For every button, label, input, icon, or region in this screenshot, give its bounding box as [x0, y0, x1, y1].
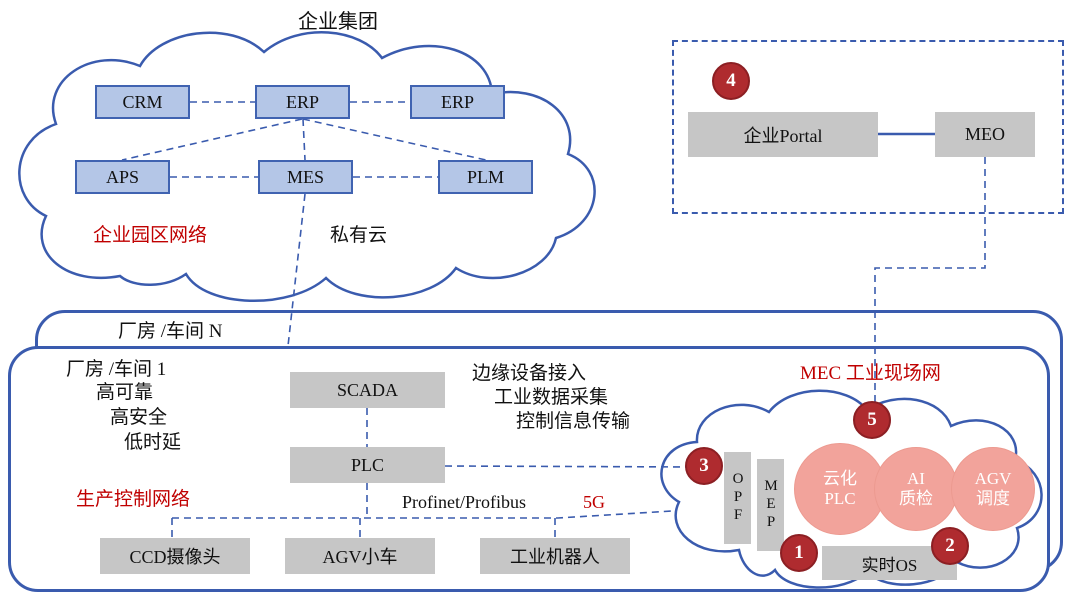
step-badge-5: 5	[853, 401, 891, 439]
node-meo: MEO	[935, 112, 1035, 157]
node-plc: PLC	[290, 447, 445, 483]
workshop-n-label: 厂房 /车间 N	[118, 321, 223, 342]
node-crm: CRM	[95, 85, 190, 119]
node-erp-1: ERP	[255, 85, 350, 119]
opf-label: OPF	[730, 471, 746, 525]
workshop-1-label: 厂房 /车间 1	[66, 359, 167, 380]
data-collection-label: 工业数据采集	[494, 387, 609, 408]
app-ai-inspection: AI 质检	[874, 447, 958, 531]
control-transfer-label: 控制信息传输	[516, 411, 631, 432]
edge-function-labels: 边缘设备接入 工业数据采集 控制信息传输	[472, 362, 630, 434]
enterprise-group-title: 企业集团	[298, 11, 378, 33]
five-g-label: 5G	[583, 492, 605, 512]
quality-latency: 低时延	[124, 432, 182, 453]
step-badge-2: 2	[931, 527, 969, 565]
app-agv-line2: 调度	[976, 489, 1010, 508]
app-agv-line1: AGV	[974, 468, 1012, 488]
node-mep: MEP	[757, 459, 784, 551]
step-badge-3: 3	[685, 447, 723, 485]
app-agv-scheduling: AGV 调度	[951, 447, 1035, 531]
app-ai-line2: 质检	[899, 489, 933, 508]
node-industrial-robot: 工业机器人	[480, 538, 630, 574]
quality-labels: 高可靠 高安全 低时延	[96, 380, 181, 455]
private-cloud-label: 私有云	[330, 225, 388, 246]
quality-security: 高安全	[110, 407, 168, 428]
node-ccd-camera: CCD摄像头	[100, 538, 250, 574]
node-opf: OPF	[724, 452, 751, 544]
app-cloud-plc: 云化 PLC	[794, 443, 886, 535]
edge-access-label: 边缘设备接入	[472, 363, 587, 384]
portal-panel	[672, 40, 1064, 214]
mec-field-network-title: MEC 工业现场网	[800, 363, 941, 384]
mep-label: MEP	[763, 478, 779, 532]
quality-reliability: 高可靠	[96, 382, 154, 403]
node-agv-cart: AGV小车	[285, 538, 435, 574]
node-enterprise-portal: 企业Portal	[688, 112, 878, 157]
app-cloud-plc-line1: 云化	[823, 468, 857, 488]
node-plm: PLM	[438, 160, 533, 194]
app-cloud-plc-line2: PLC	[824, 489, 856, 508]
production-control-network-label: 生产控制网络	[76, 489, 191, 510]
node-scada: SCADA	[290, 372, 445, 408]
step-badge-4: 4	[712, 62, 750, 100]
campus-network-label: 企业园区网络	[93, 225, 208, 246]
node-aps: APS	[75, 160, 170, 194]
step-badge-1: 1	[780, 534, 818, 572]
node-mes: MES	[258, 160, 353, 194]
node-erp-2: ERP	[410, 85, 505, 119]
app-ai-line1: AI	[907, 468, 925, 488]
fieldbus-label: Profinet/Profibus	[402, 492, 526, 512]
